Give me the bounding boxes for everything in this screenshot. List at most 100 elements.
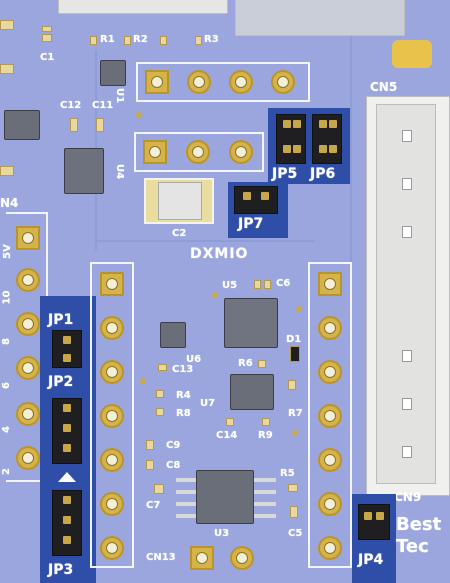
cn5-slot: [402, 350, 412, 362]
r2-pad: [124, 36, 131, 45]
c6-pad-b: [264, 280, 271, 289]
c1-label: C1: [40, 52, 55, 63]
via: [136, 112, 142, 118]
regulator-chip: [4, 110, 40, 140]
header-pad[interactable]: [271, 70, 295, 94]
jp6-label: JP6: [310, 166, 336, 182]
jp4-jumper[interactable]: [358, 504, 390, 540]
top-right-connector: [235, 0, 405, 36]
r4-pad: [156, 390, 164, 398]
via: [292, 430, 298, 436]
jp4-label: JP4: [358, 552, 384, 568]
cn5-inner: [376, 104, 436, 484]
jumper-pin: [63, 516, 71, 524]
u1-label: U1: [114, 87, 126, 104]
header-pad[interactable]: [318, 360, 342, 384]
cn13-label: CN13: [146, 552, 176, 563]
u4-chip: [64, 148, 104, 194]
header-pad[interactable]: [145, 70, 169, 94]
c9-pad: [146, 440, 154, 450]
header-pad[interactable]: [100, 316, 124, 340]
cn13-pad[interactable]: [190, 546, 214, 570]
pin-label-10: 10: [1, 290, 13, 305]
r6-label: R6: [238, 358, 253, 369]
jumper-pin: [63, 424, 71, 432]
header-pad[interactable]: [318, 492, 342, 516]
r8-pad: [156, 408, 164, 416]
header-pad[interactable]: [186, 140, 210, 164]
u5-label: U5: [222, 280, 238, 291]
header-pad[interactable]: [143, 140, 167, 164]
cn4-pad[interactable]: [16, 312, 40, 336]
u7-chip: [230, 374, 274, 410]
header-pad[interactable]: [229, 140, 253, 164]
c11-pad: [96, 118, 104, 132]
jumper-pin: [364, 512, 372, 520]
jumper-pin: [63, 536, 71, 544]
c6-label: C6: [276, 278, 291, 289]
cn5-slot: [402, 130, 412, 142]
header-pad[interactable]: [318, 404, 342, 428]
header-pad[interactable]: [318, 272, 342, 296]
top-connector: [58, 0, 228, 14]
cn13-pad[interactable]: [230, 546, 254, 570]
cn4-label: N4: [0, 196, 19, 210]
jumper-pin: [283, 145, 291, 153]
cn5-slot: [402, 398, 412, 410]
header-pad[interactable]: [318, 316, 342, 340]
c11-label: C11: [92, 100, 114, 111]
trace: [95, 240, 315, 242]
cn4-pad[interactable]: [16, 446, 40, 470]
u6-label: U6: [186, 354, 202, 365]
header-pad[interactable]: [318, 536, 342, 560]
cn5-slot: [402, 178, 412, 190]
cn5-slot: [402, 226, 412, 238]
c1-pad-b: [42, 26, 52, 32]
jp2-label: JP2: [48, 374, 74, 390]
header-pad[interactable]: [100, 404, 124, 428]
r1-label: R1: [100, 34, 115, 45]
via: [296, 306, 302, 312]
u3-chip: [196, 470, 254, 524]
jumper-pin: [293, 120, 301, 128]
jp7-label: JP7: [238, 216, 264, 232]
jp7-jumper[interactable]: [234, 186, 278, 214]
jumper-pin: [319, 120, 327, 128]
c7-pad: [154, 484, 164, 494]
left-header-outline: [90, 262, 134, 568]
jumper-pin: [319, 145, 327, 153]
c9-label: C9: [166, 440, 181, 451]
r7-label: R7: [288, 408, 303, 419]
c6-pad: [254, 280, 261, 289]
header-pad[interactable]: [100, 360, 124, 384]
d1-label: D1: [286, 334, 302, 345]
header-pad[interactable]: [229, 70, 253, 94]
cn9-label: CN9: [394, 490, 422, 504]
cn4-pad[interactable]: [16, 402, 40, 426]
u7-label: U7: [200, 398, 216, 409]
header-pad[interactable]: [318, 448, 342, 472]
header-pad[interactable]: [100, 272, 124, 296]
c1-pad: [42, 34, 52, 42]
brand-text-line2: Tec: [396, 536, 429, 557]
header-pad[interactable]: [100, 492, 124, 516]
c13-pad: [158, 364, 167, 371]
r3-label: R3: [204, 34, 219, 45]
header-pad[interactable]: [100, 536, 124, 560]
smd-part: [0, 64, 14, 74]
cn4-pad[interactable]: [16, 356, 40, 380]
header-pad[interactable]: [187, 70, 211, 94]
c13-label: C13: [172, 364, 194, 375]
smd-part: [0, 20, 14, 30]
header-pad[interactable]: [100, 448, 124, 472]
jp6-jumper[interactable]: [312, 114, 342, 164]
cn4-pad[interactable]: [16, 226, 40, 250]
smd-part: [0, 166, 14, 176]
pin1-marker-icon: [58, 472, 76, 482]
cn4-pad[interactable]: [16, 268, 40, 292]
jumper-pin: [63, 496, 71, 504]
jumper-pin: [63, 444, 71, 452]
jp5-jumper[interactable]: [276, 114, 306, 164]
pin-label-2: 2: [0, 468, 12, 475]
